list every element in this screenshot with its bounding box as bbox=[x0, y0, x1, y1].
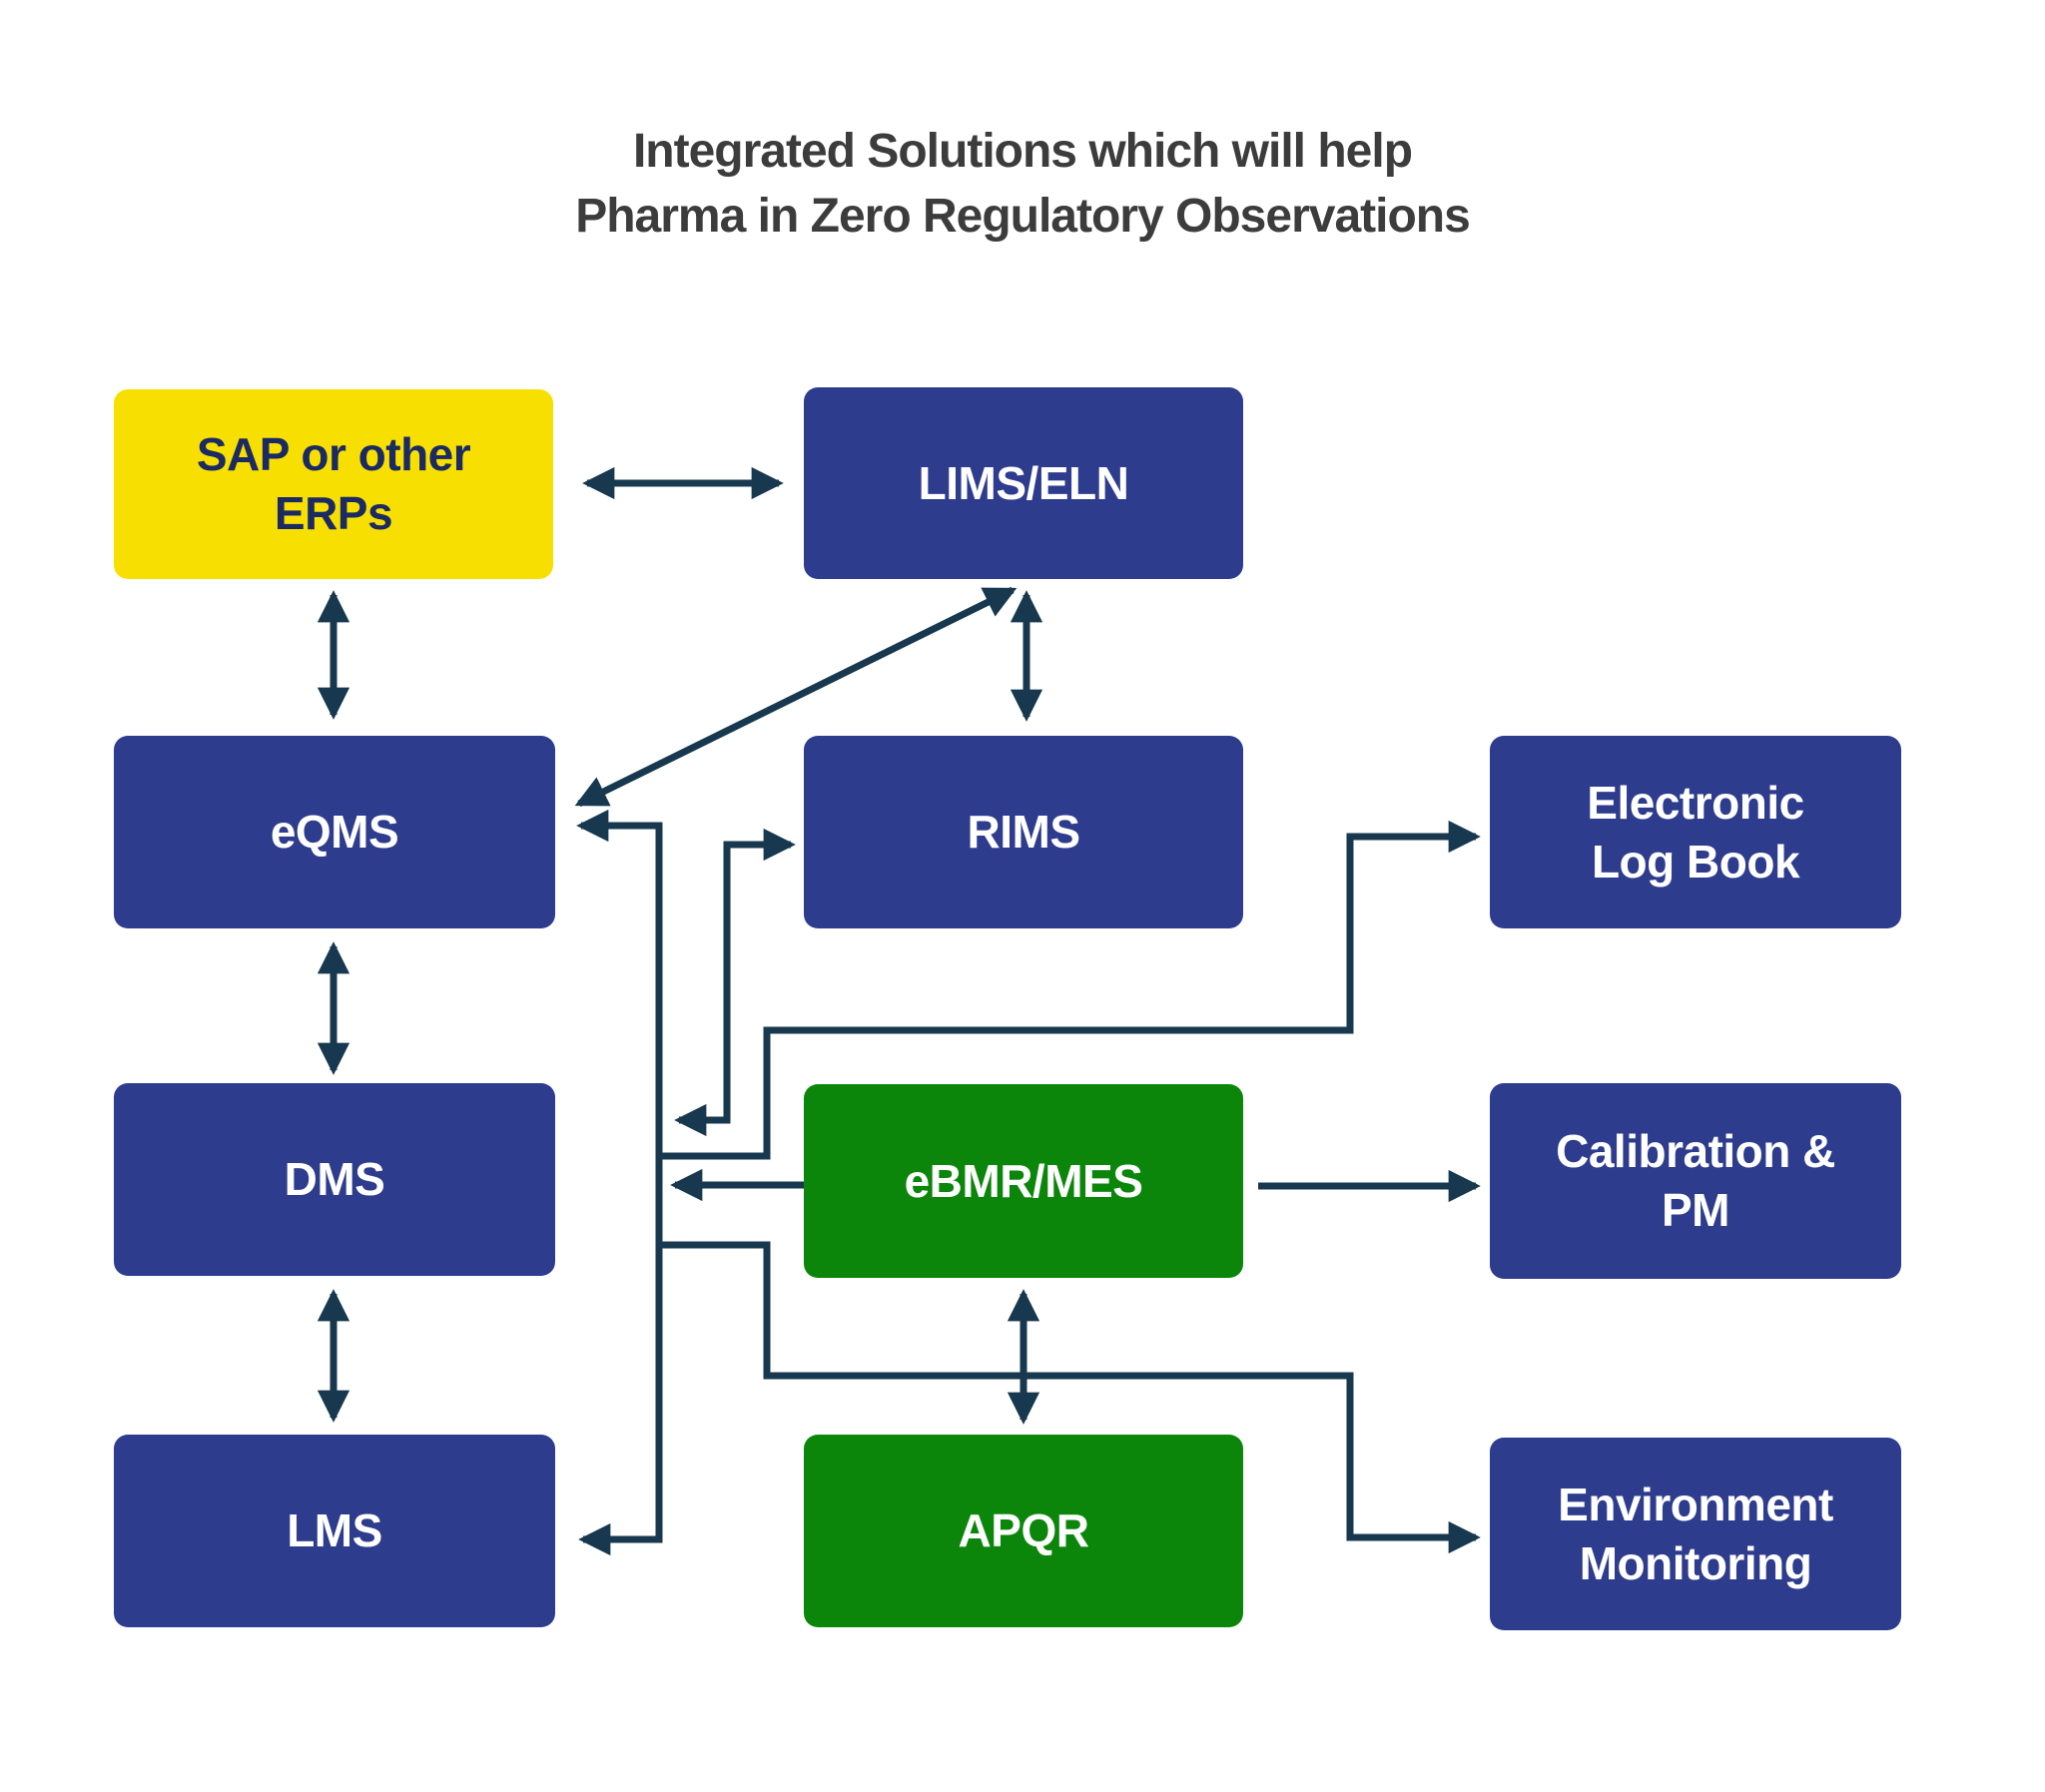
node-ebmr-mes: eBMR/MES bbox=[804, 1084, 1243, 1278]
node-dms: DMS bbox=[114, 1083, 555, 1276]
node-rims: RIMS bbox=[804, 736, 1243, 928]
node-environment-monitoring: Environment Monitoring bbox=[1490, 1438, 1901, 1630]
node-lims-eln: LIMS/ELN bbox=[804, 387, 1243, 579]
node-sap-erp: SAP or other ERPs bbox=[114, 389, 553, 579]
node-lms: LMS bbox=[114, 1435, 555, 1627]
connector-bus-eqms-lms bbox=[576, 809, 663, 1556]
connector-rims-bus bbox=[674, 828, 796, 1137]
node-calibration-pm: Calibration & PM bbox=[1490, 1083, 1901, 1279]
node-electronic-log-book: Electronic Log Book bbox=[1490, 736, 1901, 928]
diagram-title: Integrated Solutions which will help Pha… bbox=[575, 125, 1471, 243]
node-eqms: eQMS bbox=[114, 736, 555, 928]
node-apqr: APQR bbox=[804, 1435, 1243, 1627]
